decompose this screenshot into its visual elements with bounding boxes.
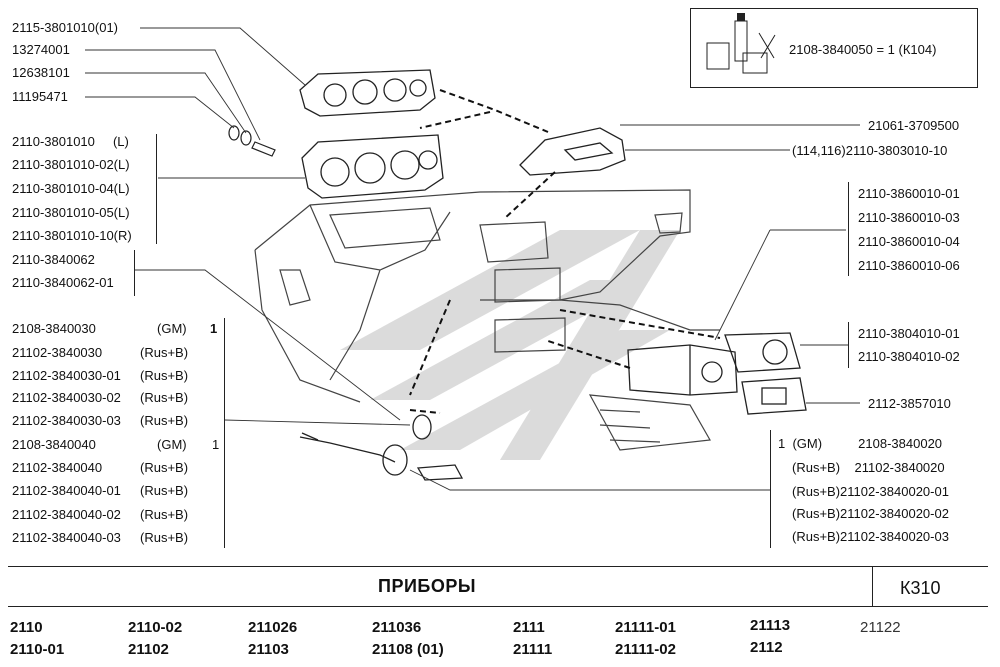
kit-label: 2108-3840050 = 1 (К104): [789, 42, 937, 57]
kit-contents-icon: [706, 13, 776, 74]
part-number: 21102-3840030-02: [12, 390, 121, 405]
assembly-arrows: [409, 89, 721, 414]
part-note: (GM): [157, 321, 187, 336]
part-note: (Rus+B): [140, 483, 189, 498]
model-number: 21111-02: [615, 641, 676, 658]
part-number: 2110-3801010-10(R): [12, 228, 132, 243]
part-number: 2110-3801010-05(L): [12, 205, 130, 220]
model-number: 21103: [248, 641, 289, 658]
group-bracket: [770, 430, 989, 548]
fasteners: [228, 125, 276, 157]
part-note: (Rus+B): [140, 507, 189, 522]
repair-kit-box: 2108-3840050 = 1 (К104): [690, 8, 978, 88]
model-number: 211036: [372, 619, 422, 636]
group-bracket: [8, 250, 135, 296]
trim-cover: [519, 127, 626, 176]
part-number: 2110-3860010-04: [858, 234, 960, 249]
part-number: 2108-3840030: [12, 321, 96, 336]
part-note: (Rus+B): [140, 345, 189, 360]
part-note: (Rus+B): [140, 460, 189, 475]
part-note: (Rus+B): [140, 413, 189, 428]
group-bracket: [8, 134, 157, 244]
divider: [8, 566, 988, 567]
speed-sensor: [299, 414, 464, 481]
model-number: 21111: [513, 641, 553, 658]
part-number: 21102-3840040-03: [12, 530, 121, 545]
divider: [872, 566, 873, 606]
group-bracket: [848, 322, 989, 368]
part-number: 2110-3801010-04(L): [12, 181, 130, 196]
part-number: 21061-3709500: [868, 118, 960, 133]
instrument-cluster-top: [299, 69, 436, 117]
model-number: 21108 (01): [372, 641, 444, 658]
part-number: (Rus+B)21102-3840020-01: [792, 484, 949, 499]
model-number: 211026: [248, 619, 298, 636]
part-number: (Rus+B) 21102-3840020: [792, 460, 945, 475]
part-number: 21102-3840040-02: [12, 507, 121, 522]
model-number: 21111-01: [615, 619, 676, 636]
instrument-cluster-main: [301, 134, 444, 199]
part-number: 12638101: [12, 65, 70, 80]
part-number: (Rus+B)21102-3840020-02: [792, 506, 949, 521]
group-bracket: [8, 318, 225, 548]
part-number: 21102-3840040-01: [12, 483, 121, 498]
part-number: 2110-3860010-06: [858, 258, 960, 273]
part-number: 2110-3801010 (L): [12, 134, 129, 149]
model-number: 21113: [750, 617, 791, 634]
switch-units: [627, 332, 807, 415]
dashboard-outline: [254, 189, 720, 451]
part-qty: 1: [212, 437, 220, 452]
leader-lines: [85, 27, 860, 491]
instrument-panel-drawing: [85, 27, 860, 491]
part-number: 2110-3840062-01: [12, 275, 114, 290]
model-number: 2110-02: [128, 619, 183, 636]
part-note: (Rus+B): [140, 368, 189, 383]
part-number: 2110-3801010-02(L): [12, 157, 130, 172]
part-note: (GM): [157, 437, 187, 452]
part-number: 21102-3840030: [12, 345, 103, 360]
model-number: 2110-01: [10, 641, 65, 658]
part-note: (Rus+B): [140, 390, 189, 405]
model-number: 21102: [128, 641, 169, 658]
part-number: 11195471: [12, 89, 68, 104]
part-number: 21102-3840040: [12, 460, 103, 475]
part-number: 21102-3840030-03: [12, 413, 121, 428]
part-note: (Rus+B): [140, 530, 189, 545]
part-number: 13274001: [12, 42, 70, 57]
divider: [8, 606, 988, 607]
part-number: 2110-3840062: [12, 252, 95, 267]
model-number: 2111: [513, 619, 545, 636]
part-number: 2108-3840040: [12, 437, 96, 452]
part-number: 2115-3801010(01): [12, 20, 119, 35]
part-number: 2110-3860010-01: [858, 186, 960, 201]
part-number: 2110-3804010-02: [858, 349, 960, 364]
part-number: 2110-3804010-01: [858, 326, 960, 341]
model-number: 2110: [10, 619, 43, 636]
group-bracket: [848, 182, 989, 276]
part-number: (114,116)2110-3803010-10: [792, 143, 948, 158]
part-number: 2112-3857010: [868, 396, 951, 411]
model-number: 2112: [750, 639, 783, 656]
part-number: 1 (GM) 2108-3840020: [778, 436, 943, 451]
part-number: 21102-3840030-01: [12, 368, 121, 383]
model-number: 21122: [860, 619, 901, 636]
watermark-logo: [340, 230, 680, 460]
page-title: ПРИБОРЫ: [378, 576, 476, 596]
part-number: (Rus+B)21102-3840020-03: [792, 529, 949, 544]
part-number: 2110-3860010-03: [858, 210, 960, 225]
part-qty: 1: [210, 321, 218, 336]
page-code: К310: [900, 578, 941, 598]
